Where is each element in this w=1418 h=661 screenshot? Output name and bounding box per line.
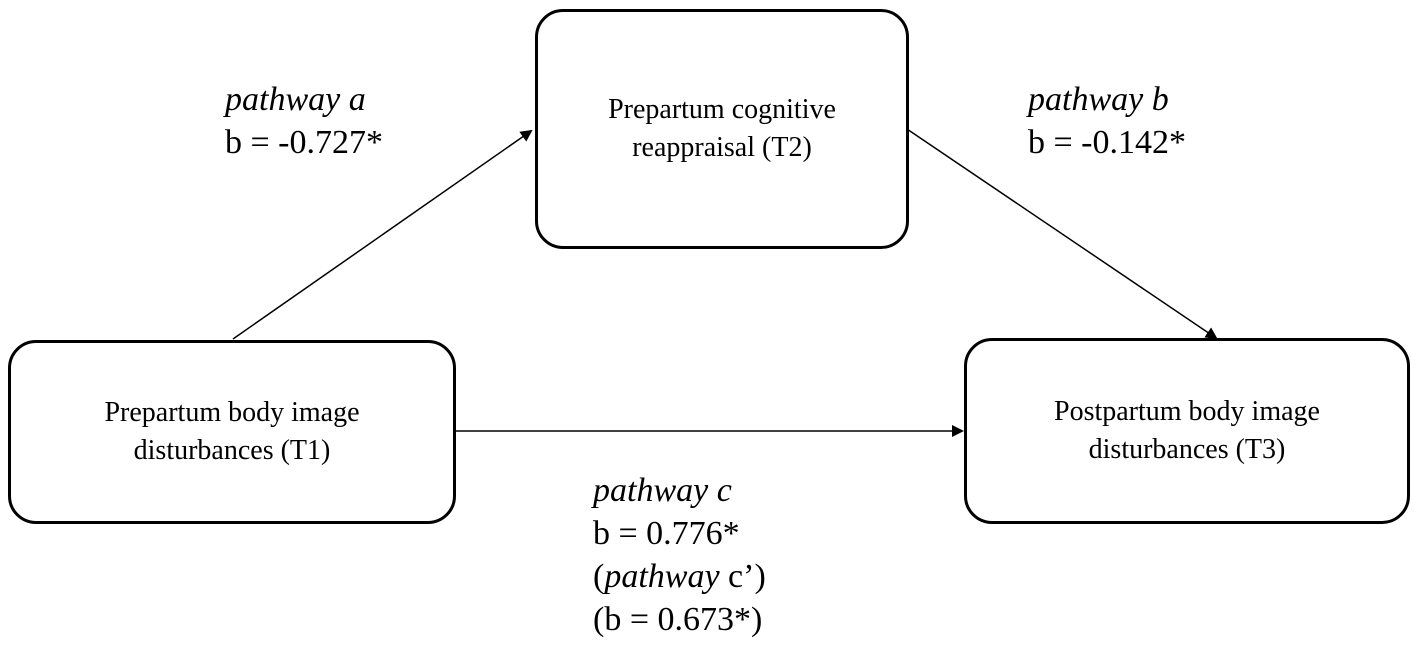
node-prepartum-body-image-disturbances: Prepartum body image disturbances (T1) xyxy=(8,340,456,524)
pathway-a-title: pathway a xyxy=(225,81,366,118)
pathway-c-coefficient: b = 0.776* xyxy=(593,515,740,552)
node-postpartum-body-image-disturbances: Postpartum body image disturbances (T3) xyxy=(964,338,1410,524)
node-t1-line2: disturbances (T1) xyxy=(133,435,331,466)
node-t1-line1: Prepartum body image xyxy=(104,397,360,428)
node-t3-line2: disturbances (T3) xyxy=(1088,434,1286,465)
node-t3-line1: Postpartum body image xyxy=(1054,396,1320,427)
pathway-b-coefficient: b = -0.142* xyxy=(1028,124,1186,161)
pathway-c-title: pathway c xyxy=(593,472,732,509)
arrow-pathway-b xyxy=(903,126,1218,340)
label-pathway-c: pathway c b = 0.776* (pathway c’) (b = 0… xyxy=(593,469,766,641)
pathway-b-title: pathway b xyxy=(1028,81,1169,118)
pathway-c-prime-coefficient: (b = 0.673*) xyxy=(593,601,763,638)
arrow-pathway-a xyxy=(232,129,533,340)
label-pathway-b: pathway b b = -0.142* xyxy=(1028,78,1186,164)
node-t2-line2: reappraisal (T2) xyxy=(632,132,812,163)
pathway-c-prime-title: (pathway c’) xyxy=(593,555,766,598)
pathway-c-prime-open: ( xyxy=(593,558,605,595)
label-pathway-a: pathway a b = -0.727* xyxy=(225,78,383,164)
node-prepartum-cognitive-reappraisal: Prepartum cognitive reappraisal (T2) xyxy=(535,9,909,249)
node-t2-line1: Prepartum cognitive xyxy=(608,94,836,125)
pathway-c-prime-rest: c’) xyxy=(719,558,766,595)
pathway-c-prime-word: pathway xyxy=(604,558,720,595)
pathway-a-coefficient: b = -0.727* xyxy=(225,124,383,161)
